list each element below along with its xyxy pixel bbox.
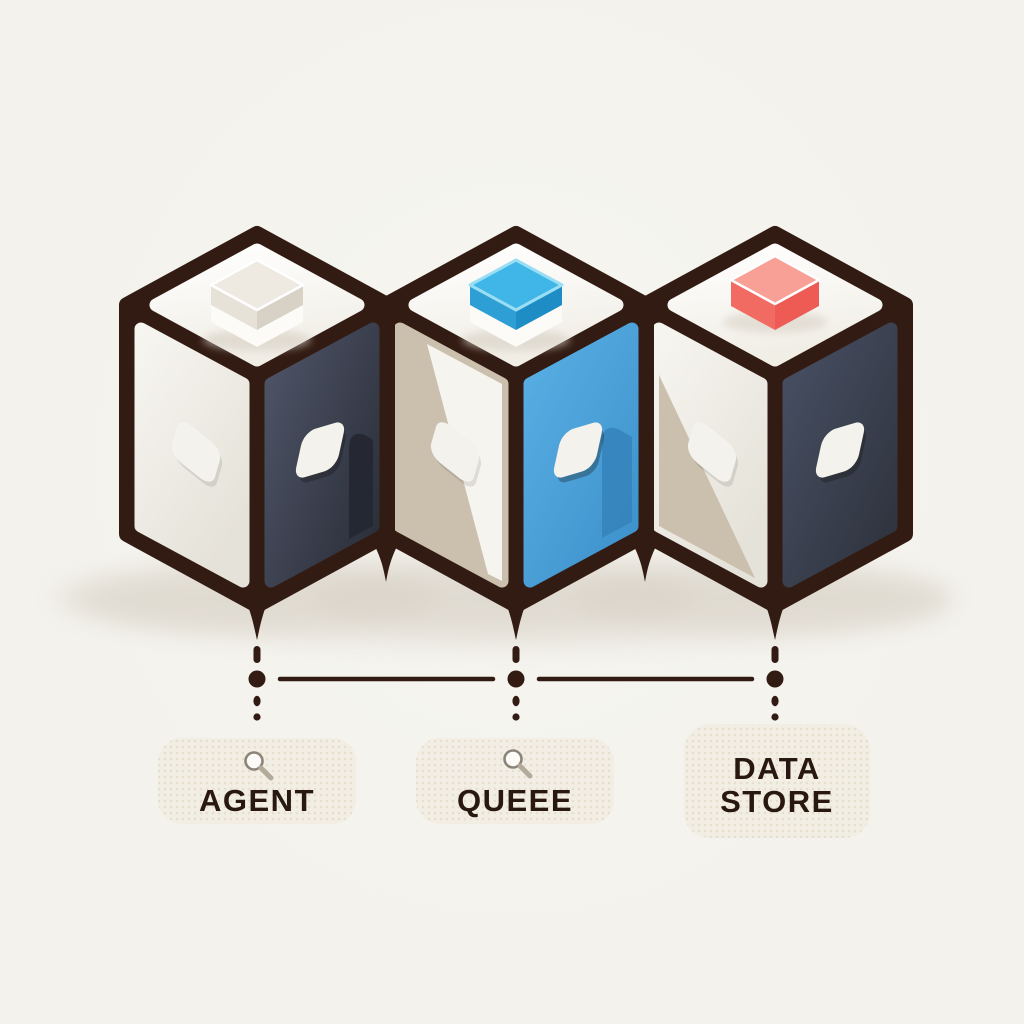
node-label-queue: QUEEE xyxy=(457,784,573,817)
box-queue-right-face-band xyxy=(602,427,632,538)
node-label-agent-line: AGENT xyxy=(199,783,315,818)
dash-agent xyxy=(253,646,261,663)
node-dot-datastore xyxy=(766,670,784,688)
button-queue-left xyxy=(430,422,482,487)
node-label-queue-line: QUEEE xyxy=(456,783,574,818)
blue-cube-icon xyxy=(462,258,570,351)
box-datastore xyxy=(637,226,913,640)
button-datastore-right xyxy=(815,422,867,483)
button-agent-left xyxy=(171,422,223,487)
box-agent-drip xyxy=(240,588,274,640)
dash-queue xyxy=(512,646,520,663)
box-datastore-drip xyxy=(758,588,792,640)
junction-drips xyxy=(372,540,659,582)
dash-datastore xyxy=(771,646,779,663)
node-label-agent: AGENT xyxy=(199,784,315,817)
search-icon xyxy=(503,749,533,779)
box-agent-right-face-band xyxy=(349,433,373,539)
connectors xyxy=(248,646,784,721)
label-plates xyxy=(158,724,870,838)
node-label-datastore-line1: DATA xyxy=(733,751,821,786)
node-dot-queue xyxy=(507,670,525,688)
search-icon xyxy=(244,751,274,781)
red-cube-icon xyxy=(723,254,827,333)
cream-cube-icon xyxy=(203,258,311,351)
box-queue xyxy=(378,226,654,640)
button-agent-right xyxy=(295,422,347,483)
node-label-datastore-line2: STORE xyxy=(720,784,834,819)
box-queue-drip xyxy=(499,588,533,640)
node-dot-agent xyxy=(248,670,266,688)
node-label-datastore: DATA STORE xyxy=(720,752,834,818)
button-queue-right xyxy=(553,422,605,483)
button-datastore-left xyxy=(687,422,739,487)
box-agent xyxy=(119,226,395,640)
box-datastore-left-face-tan-shade xyxy=(659,375,755,578)
